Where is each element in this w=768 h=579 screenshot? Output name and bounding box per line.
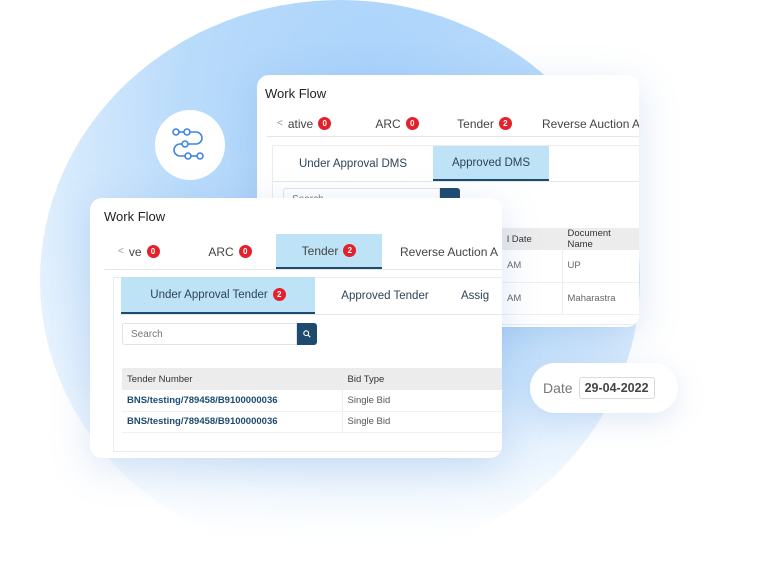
subtab-under-approval-dms[interactable]: Under Approval DMS	[298, 157, 408, 170]
date-widget: Date 29-04-2022	[530, 363, 678, 413]
subtab-approved-dms[interactable]: Approved DMS	[433, 146, 549, 181]
tab-reverse-auction[interactable]: Reverse Auction A	[400, 244, 499, 259]
dms-table: l Date Document Name AM UP AM Maharastra	[502, 228, 639, 315]
tender-number-link[interactable]: BNS/testing/789458/B9100000036	[122, 411, 342, 433]
tender-subtabs: Under Approval Tender 2 Approved Tender …	[121, 277, 502, 315]
tender-number-link[interactable]: BNS/testing/789458/B9100000036	[122, 390, 342, 412]
date-label: Date	[543, 380, 573, 396]
card-title: Work Flow	[265, 86, 327, 101]
main-tabs: < ative 0 ARC 0 Tender 2 Reverse Auction…	[267, 111, 639, 137]
subtab-approved-tender[interactable]: Approved Tender	[341, 289, 429, 302]
workflow-icon	[172, 128, 204, 160]
chevron-left-icon[interactable]: <	[277, 118, 283, 129]
tab-arc[interactable]: ARC 0	[357, 111, 437, 136]
subtab-assigned[interactable]: Assig	[461, 289, 490, 302]
subtab-under-approval-tender[interactable]: Under Approval Tender 2	[121, 277, 315, 314]
card-title: Work Flow	[104, 209, 166, 224]
tab-cooperative[interactable]: < ve 0	[104, 234, 184, 269]
search-button[interactable]	[297, 323, 317, 345]
workflow-icon-badge	[155, 110, 225, 180]
count-badge: 2	[343, 244, 357, 257]
table-header-row: Tender Number Bid Type	[122, 368, 502, 390]
count-badge: 2	[498, 117, 512, 130]
tab-tender[interactable]: Tender 2	[276, 234, 382, 269]
column-header: l Date	[502, 228, 562, 250]
table-row: BNS/testing/789458/B9100000036 Single Bi…	[122, 390, 502, 412]
tab-cooperative[interactable]: < ative 0	[267, 111, 357, 136]
count-badge: 0	[146, 245, 160, 258]
search-icon	[303, 330, 311, 338]
tab-arc[interactable]: ARC 0	[184, 234, 276, 269]
table-header-row: l Date Document Name	[502, 228, 639, 250]
workflow-card-tender: Work Flow < ve 0 ARC 0 Tender 2 Reverse …	[90, 198, 502, 458]
column-header: Bid Type	[341, 368, 502, 390]
tender-search	[122, 323, 317, 345]
column-header: Document Name	[561, 228, 639, 250]
tender-table: Tender Number Bid Type BNS/testing/78945…	[122, 368, 502, 433]
column-header: Tender Number	[122, 368, 342, 390]
search-input[interactable]	[122, 323, 297, 345]
count-badge: 0	[405, 117, 419, 130]
count-badge: 0	[238, 245, 252, 258]
count-badge: 2	[272, 288, 286, 301]
tab-tender[interactable]: Tender 2	[437, 111, 532, 136]
tab-reverse-auction[interactable]: Reverse Auction A	[542, 116, 639, 131]
table-row: AM UP	[502, 250, 639, 283]
date-field[interactable]: 29-04-2022	[578, 377, 655, 399]
table-row: BNS/testing/789458/B9100000036 Single Bi…	[122, 411, 502, 433]
chevron-left-icon[interactable]: <	[118, 246, 124, 257]
main-tabs: < ve 0 ARC 0 Tender 2 Reverse Auction A	[104, 234, 502, 270]
dms-subtabs: Under Approval DMS Approved DMS	[273, 146, 639, 182]
table-row: AM Maharastra	[502, 282, 639, 315]
count-badge: 0	[318, 117, 332, 130]
